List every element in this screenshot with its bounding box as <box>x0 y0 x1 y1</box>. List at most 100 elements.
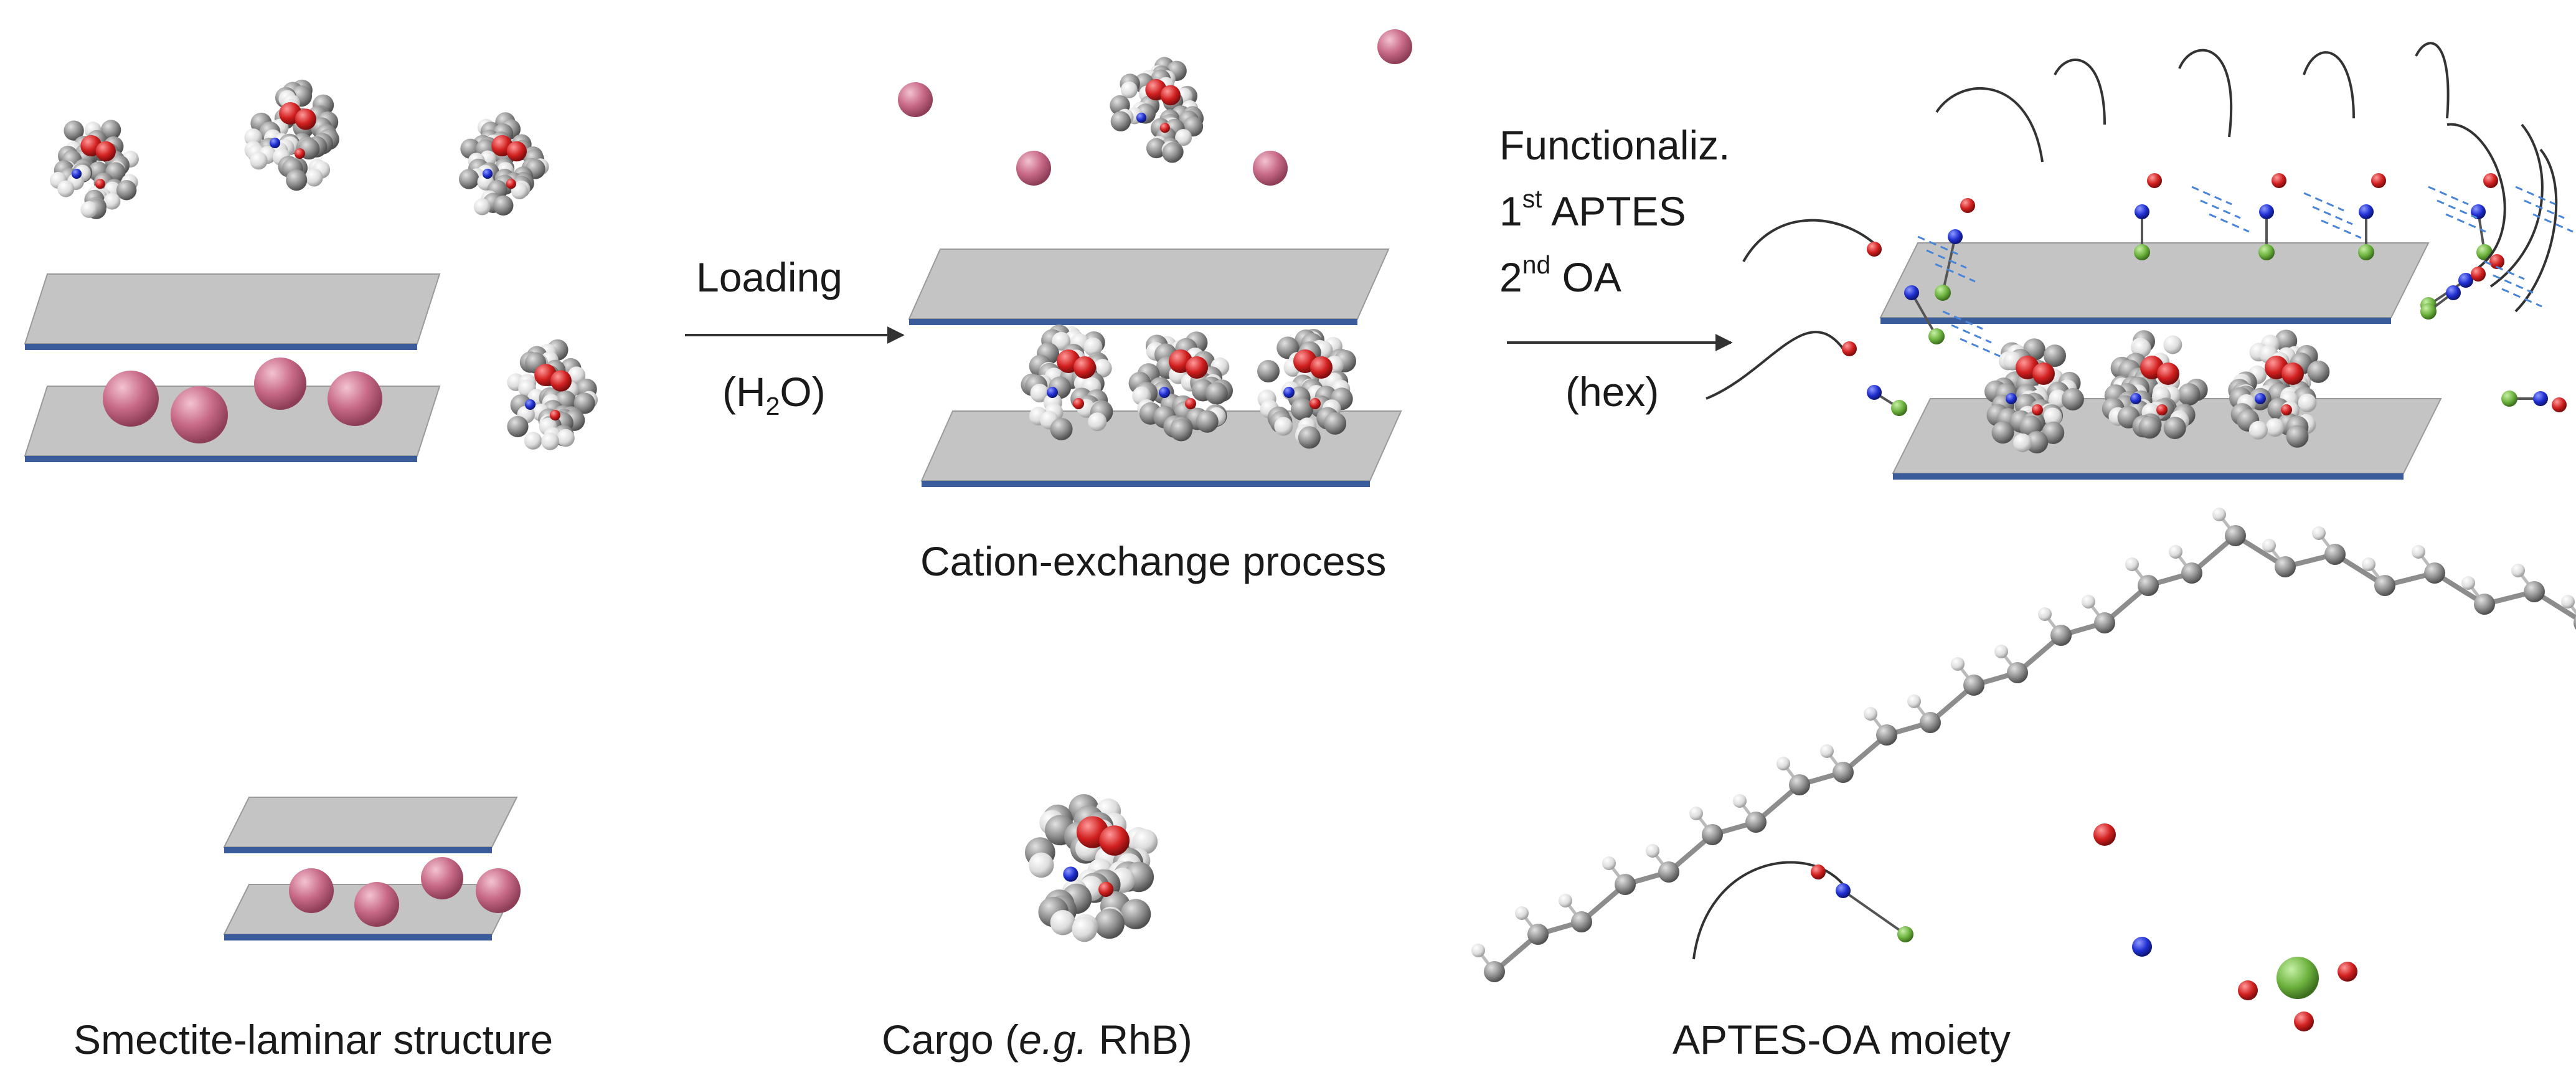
silicon-atom <box>2501 391 2517 407</box>
carbon-atom <box>2181 562 2202 584</box>
cation-sphere <box>1377 29 1412 64</box>
nitrogen-atom <box>1867 385 1882 400</box>
carbon-atom <box>2225 525 2246 546</box>
oxygen-atom <box>2238 980 2258 1000</box>
hydrogen-atom <box>2043 407 2062 427</box>
carbon-atom <box>1120 899 1151 929</box>
nitrogen-atom <box>2130 393 2141 404</box>
carbon-atom <box>1658 861 1679 883</box>
oxygen-atom <box>2371 173 2386 188</box>
hydrogen-atom <box>1052 331 1071 351</box>
carbon-atom <box>64 120 84 141</box>
hbond-dash <box>2191 186 2232 206</box>
hydrogen-atom <box>2038 607 2052 621</box>
nitrogen-atom <box>1948 229 1963 244</box>
carbon-atom <box>116 180 137 201</box>
hexane-label: (hex) <box>1565 369 1659 415</box>
carbon-atom <box>1963 675 1984 696</box>
carbon-atom <box>1205 382 1228 405</box>
hydrogen-atom <box>1471 944 1485 957</box>
carbon-atom <box>2138 416 2161 439</box>
hbond-dash <box>1935 263 1976 283</box>
solvent-open: (H <box>722 369 766 415</box>
carbon-atom <box>2374 575 2395 596</box>
nitrogen-atom <box>482 168 493 179</box>
nitrogen-atom <box>1836 883 1851 898</box>
hydrogen-atom <box>2298 393 2317 412</box>
nitrogen-atom <box>2135 204 2149 219</box>
carbon-atom <box>1527 924 1549 945</box>
smectite-caption: Smectite-laminar structure <box>73 1016 554 1063</box>
oxygen-atom <box>2294 1012 2314 1031</box>
hbond-dash <box>2321 219 2362 239</box>
nitrogen-atom <box>1063 866 1078 882</box>
carbon-atom <box>1789 774 1810 795</box>
carbon-atom <box>1257 359 1280 382</box>
hydrogen-atom <box>567 366 586 384</box>
hydrogen-atom <box>1646 844 1659 858</box>
hydrogen-atom <box>1175 129 1192 146</box>
silicon-atom <box>1897 926 1913 942</box>
oxygen-atom <box>2552 397 2567 412</box>
oa-chain <box>2178 49 2233 138</box>
oa-chain <box>1935 87 2044 163</box>
nitrogen-atom <box>2132 937 2152 957</box>
hydrogen-atom <box>250 151 268 170</box>
carbon-atom <box>1291 397 1314 420</box>
hydrogen-atom <box>1050 910 1076 936</box>
hydrogen-atom <box>557 429 575 447</box>
cation-sphere <box>254 358 306 410</box>
oa-chain <box>2415 42 2450 119</box>
bottom-sheet-edge <box>1893 473 2404 480</box>
carbon-atom <box>2044 344 2067 367</box>
carbon-atom <box>2050 625 2072 646</box>
solvent-close: O) <box>780 369 826 415</box>
cation-sphere <box>354 882 399 927</box>
oa-chain <box>2489 123 2544 288</box>
silicon-atom <box>2276 957 2319 999</box>
hydrogen-atom <box>1733 794 1747 808</box>
panel-smectite-with-cargo <box>24 79 598 462</box>
cargo-prefix: Cargo ( <box>882 1016 1019 1063</box>
silicon-atom <box>2258 244 2275 260</box>
hbond-dash <box>1951 324 1992 344</box>
nitrogen-atom <box>2359 204 2374 219</box>
oa-chain <box>2054 59 2106 125</box>
carbon-atom <box>493 195 514 216</box>
oxygen-atom <box>1073 398 1084 409</box>
hbond-dash <box>2312 206 2353 225</box>
carbon-atom <box>1833 762 1854 783</box>
bottom-sheet-edge <box>25 456 417 462</box>
cation-sphere <box>289 868 334 913</box>
cation-sphere <box>898 82 933 117</box>
oxygen-atom <box>294 148 305 159</box>
oa-chain <box>2446 123 2506 269</box>
intercalated-cargo <box>1128 331 1233 442</box>
hydrogen-atom <box>244 128 262 146</box>
oxygen-atom <box>1811 865 1826 879</box>
first-step-label: 1st APTES <box>1499 186 1686 232</box>
hydrogen-atom <box>1864 707 1877 721</box>
bottom-sheet-edge <box>922 481 1370 487</box>
hydrogen-atom <box>80 201 98 218</box>
carbon-atom <box>1050 417 1073 440</box>
carbon-atom <box>286 169 308 191</box>
legend-cargo <box>1025 794 1158 942</box>
carbon-atom <box>507 415 529 437</box>
linker-bond <box>1941 236 1956 293</box>
oxygen-atom <box>2032 362 2055 385</box>
hbond-dash <box>2200 199 2241 219</box>
carbon-atom <box>2474 594 2495 615</box>
hydrogen-atom <box>2511 564 2525 577</box>
oxygen-atom <box>1073 356 1096 379</box>
oxygen-atom <box>506 179 516 189</box>
hydrogen-atom <box>2248 420 2268 440</box>
nitrogen-atom <box>2533 391 2548 406</box>
carbon-atom <box>1146 138 1167 159</box>
oxygen-atom <box>506 141 527 162</box>
carbon-atom <box>2324 544 2346 565</box>
bottom-sheet-edge <box>224 934 492 940</box>
hydrogen-atom <box>1820 744 1834 758</box>
hydrogen-atom <box>2412 545 2425 559</box>
carbon-atom <box>1920 712 1941 733</box>
